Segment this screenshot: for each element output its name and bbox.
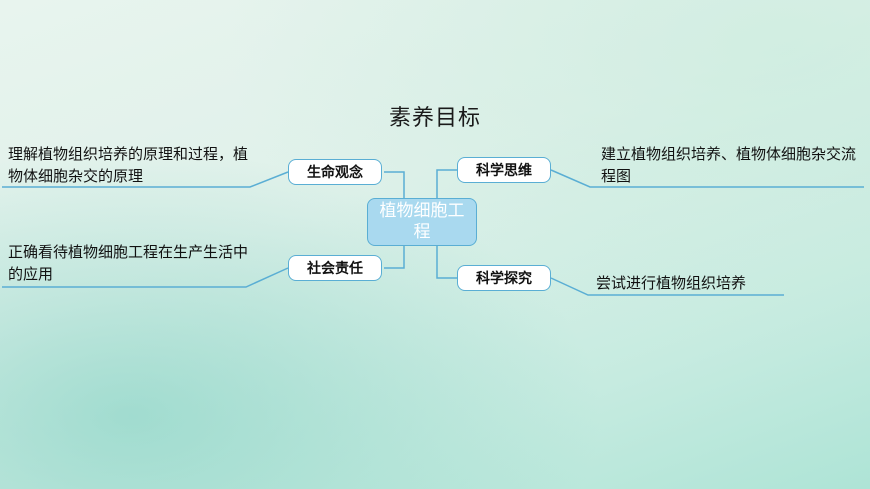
connector-scientific-inquiry: [436, 244, 457, 279]
underline-scientific-inquiry: [550, 277, 784, 296]
desc-scientific-thinking: 建立植物组织培养、植物体细胞杂交流程图: [601, 145, 857, 185]
desc-life-concept: 理解植物组织培养的原理和过程，植物体细胞杂交的原理: [8, 145, 249, 185]
node-life-concept-label: 生命观念: [307, 165, 363, 181]
connector-life-concept: [384, 171, 405, 198]
node-scientific-thinking-label: 科学思维: [476, 163, 532, 179]
underline-scientific-thinking: [550, 169, 864, 188]
node-scientific-inquiry-label: 科学探究: [476, 271, 532, 287]
node-scientific-inquiry: 科学探究: [457, 265, 551, 291]
node-life-concept: 生命观念: [288, 159, 382, 185]
node-scientific-thinking: 科学思维: [457, 157, 551, 183]
connector-scientific-thinking: [436, 169, 457, 198]
center-topic: 植物细胞工程: [367, 198, 477, 246]
node-social-responsibility: 社会责任: [288, 255, 382, 281]
desc-scientific-inquiry: 尝试进行植物组织培养: [596, 274, 747, 292]
desc-social-responsibility: 正确看待植物细胞工程在生产生活中的应用: [8, 243, 249, 283]
center-topic-label: 植物细胞工程: [379, 201, 465, 242]
connector-social-responsibility: [384, 244, 405, 269]
underline-social-responsibility: [2, 267, 289, 288]
underline-life-concept: [2, 171, 289, 188]
page-title: 素养目标: [388, 106, 481, 131]
node-social-responsibility-label: 社会责任: [307, 261, 363, 277]
